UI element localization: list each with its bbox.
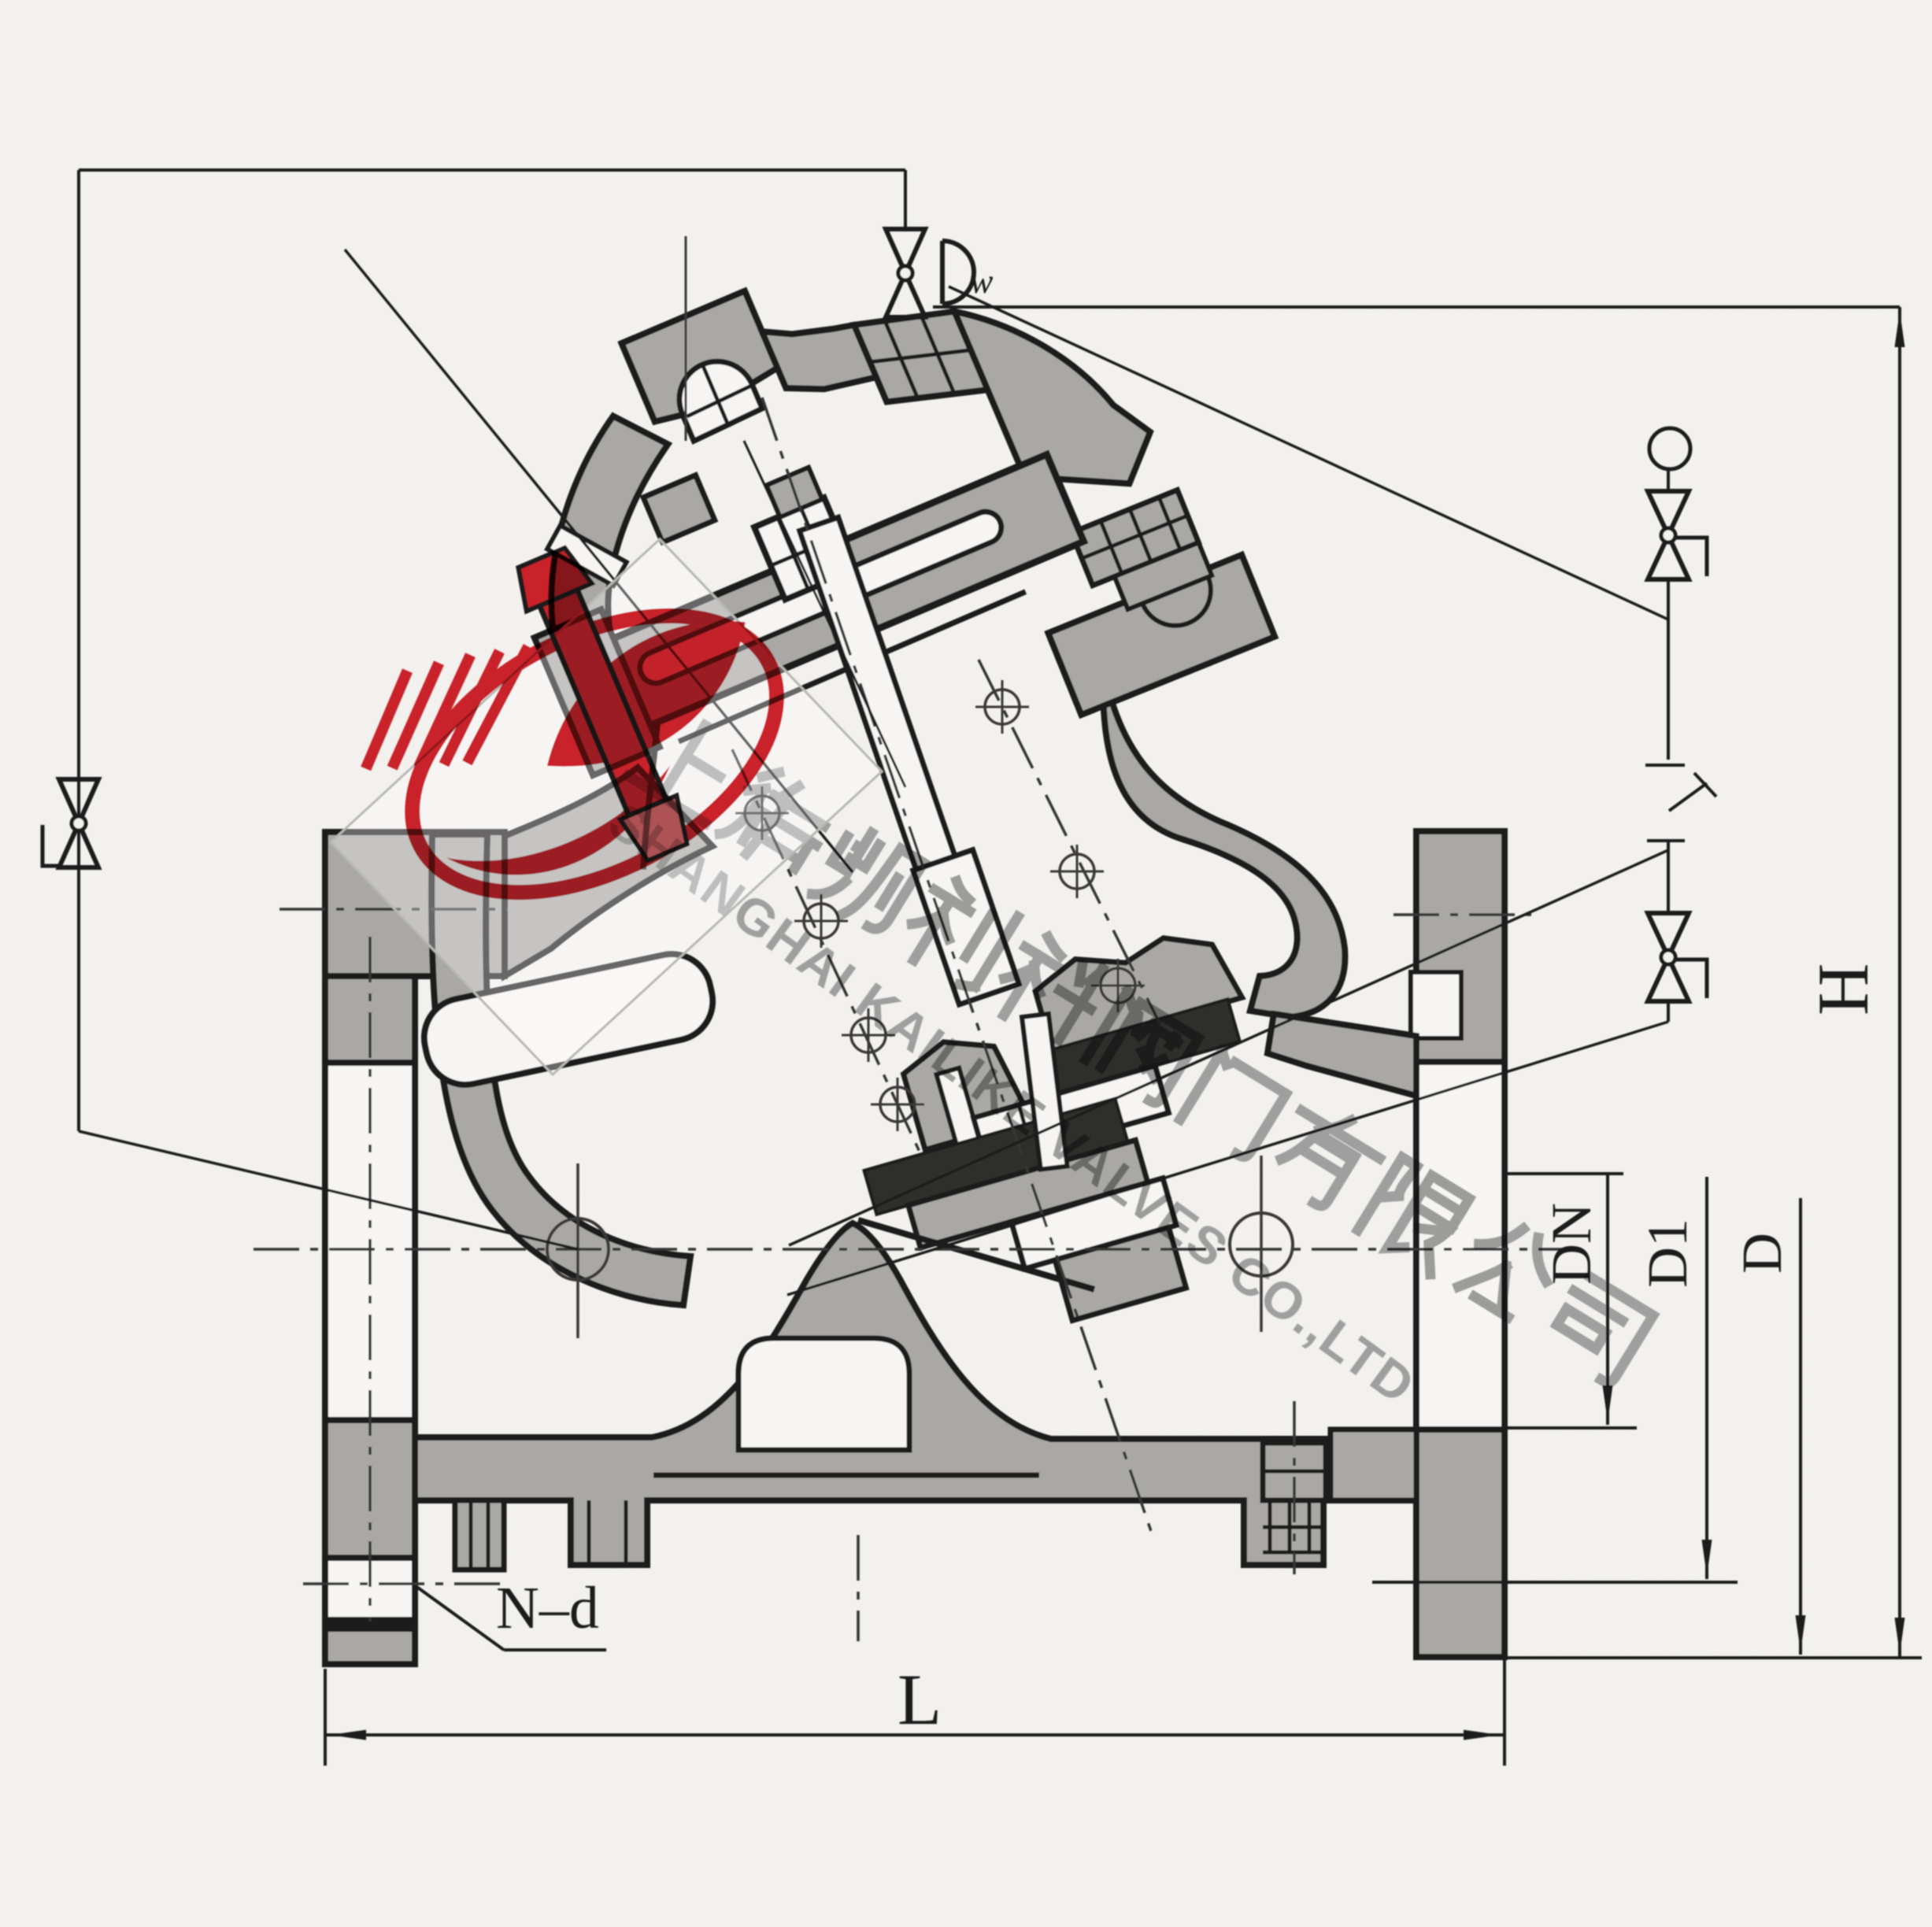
svg-text:N–d: N–d xyxy=(496,1575,599,1641)
svg-text:L: L xyxy=(898,1659,942,1740)
svg-text:D1: D1 xyxy=(1636,1219,1699,1288)
svg-text:w: w xyxy=(970,262,994,301)
svg-text:DN: DN xyxy=(1540,1203,1603,1285)
svg-text:R: R xyxy=(661,688,679,717)
svg-text:H: H xyxy=(1803,964,1883,1015)
svg-text:D: D xyxy=(1730,1233,1793,1274)
